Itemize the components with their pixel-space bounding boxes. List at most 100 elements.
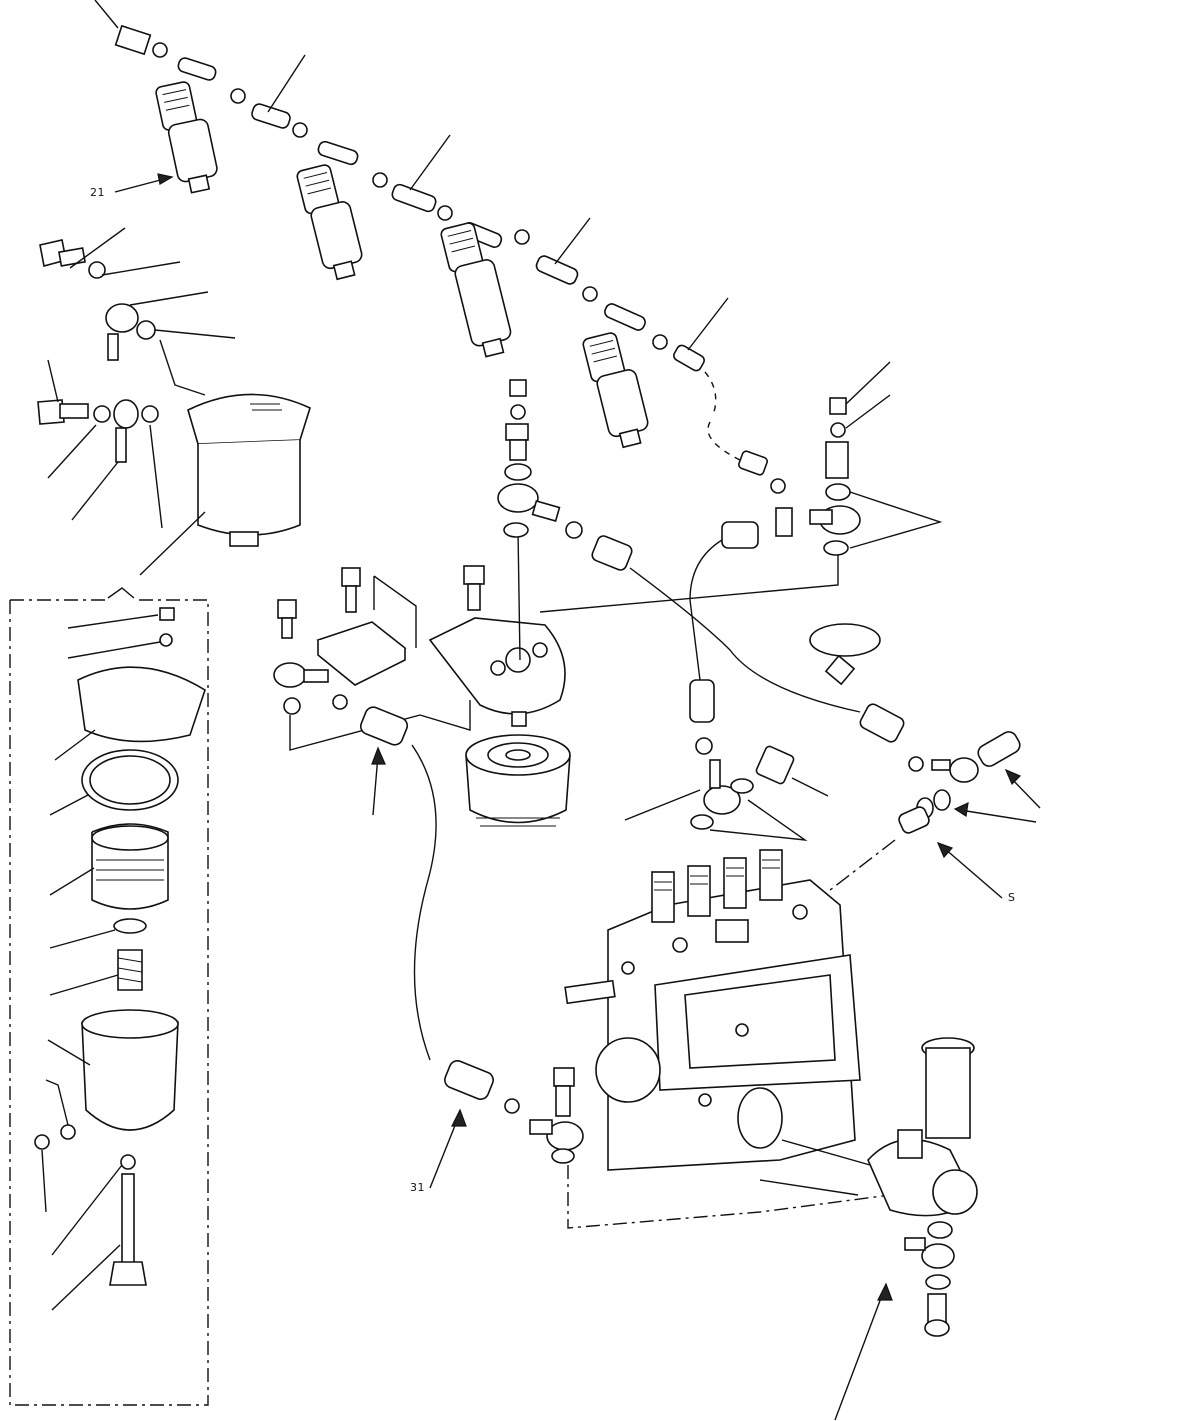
fuel-hose — [689, 539, 723, 681]
banjo-stem — [809, 509, 833, 525]
primer-body — [925, 1047, 971, 1139]
fuel-filter-assembly — [139, 393, 311, 576]
banjo-fitting — [105, 303, 139, 333]
return-hose-loop — [359, 706, 891, 1229]
hose-end — [859, 703, 905, 743]
bracket-plate — [373, 575, 417, 648]
bolt-head — [463, 565, 485, 585]
leak-off-pipe — [317, 140, 359, 166]
washer — [830, 422, 846, 438]
banjo-stem — [904, 1237, 926, 1251]
washer — [690, 814, 714, 830]
delivery-valve-holder — [651, 871, 675, 923]
leader-line — [49, 867, 95, 896]
leader-line — [49, 974, 119, 996]
lift-pump-cover — [932, 1169, 978, 1215]
injector-4 — [582, 332, 649, 449]
bleed-screw — [159, 607, 175, 621]
leader-line — [849, 491, 943, 549]
leader-line — [47, 1039, 91, 1066]
leader-line — [554, 217, 591, 265]
leak-off-cap — [114, 24, 152, 56]
injector-2 — [296, 164, 363, 281]
connector-line — [159, 339, 206, 396]
return-hose — [738, 450, 768, 476]
filter-exploded-view — [9, 587, 209, 1406]
washer — [503, 522, 529, 538]
connector-line — [419, 700, 471, 731]
leader-line — [845, 361, 891, 405]
connector-line — [517, 529, 521, 661]
arrow-head — [371, 746, 386, 765]
bolt-head — [509, 379, 527, 397]
threaded-nipple — [511, 711, 527, 727]
drain-screw — [34, 1134, 50, 1150]
washer — [88, 261, 106, 279]
washer — [504, 463, 532, 481]
bolt-head — [341, 567, 361, 587]
banjo-stem — [107, 333, 119, 361]
arrow-head — [1004, 768, 1022, 786]
hose-clip — [908, 756, 924, 772]
arrow-head — [877, 1282, 893, 1301]
washer — [925, 1274, 951, 1290]
union — [898, 806, 930, 834]
seal-washer — [113, 918, 147, 934]
arrow-head — [451, 1108, 467, 1127]
leak-off-line-assembly — [94, 0, 786, 494]
connector-line — [759, 1139, 871, 1196]
callout-injector-leakoff: 21 — [90, 186, 105, 199]
leak-off-pipe — [604, 303, 646, 331]
bolt-head — [553, 1067, 575, 1087]
o-ring — [120, 1154, 136, 1170]
leader-line — [129, 291, 209, 306]
return-fittings — [624, 361, 1041, 905]
fuel-hose — [629, 567, 861, 713]
nameplate — [715, 919, 749, 943]
leader-arrow — [943, 847, 1003, 899]
leader-line — [67, 641, 161, 659]
injector-3 — [440, 222, 512, 358]
banjo-bolt — [977, 731, 1021, 767]
hose-end — [689, 679, 715, 723]
hose-end — [721, 521, 759, 549]
leader-line — [791, 777, 829, 797]
leader-line — [41, 1149, 47, 1213]
stop-lever — [564, 979, 616, 1005]
banjo-bolt — [505, 423, 529, 441]
hose-clip — [230, 88, 246, 104]
return-route-dashed — [704, 371, 741, 461]
leader-line — [49, 929, 116, 949]
filter-head — [187, 393, 311, 445]
connector-line — [567, 1165, 891, 1229]
delivery-valve-holder — [723, 857, 747, 909]
washer — [141, 405, 159, 423]
filter-mounting-bracket — [273, 529, 839, 827]
leader-line — [69, 227, 126, 269]
hose-clip — [775, 507, 793, 537]
washer — [927, 1221, 953, 1239]
lift-pump-fitting — [897, 1129, 923, 1159]
callout-return-hose: 31 — [410, 1181, 425, 1194]
drain-plug — [229, 531, 259, 547]
leak-off-hose — [535, 255, 579, 285]
leader-line — [67, 614, 159, 629]
banjo-stem — [303, 669, 329, 683]
leader-line — [709, 799, 808, 841]
banjo-fitting — [497, 483, 539, 513]
arrow-head — [157, 173, 174, 185]
arrow-head — [953, 801, 969, 817]
washer — [510, 404, 526, 420]
hose-clip — [372, 172, 388, 188]
banjo-fitting — [703, 785, 741, 815]
hose-end — [591, 535, 633, 571]
hose-clip — [565, 521, 583, 539]
washer — [730, 778, 754, 794]
leader-line — [687, 297, 729, 351]
hose-clip — [504, 1098, 520, 1114]
hose-end — [359, 706, 409, 746]
injection-pump — [564, 849, 978, 1421]
leader-line — [45, 1079, 69, 1126]
leader-line — [71, 461, 119, 521]
